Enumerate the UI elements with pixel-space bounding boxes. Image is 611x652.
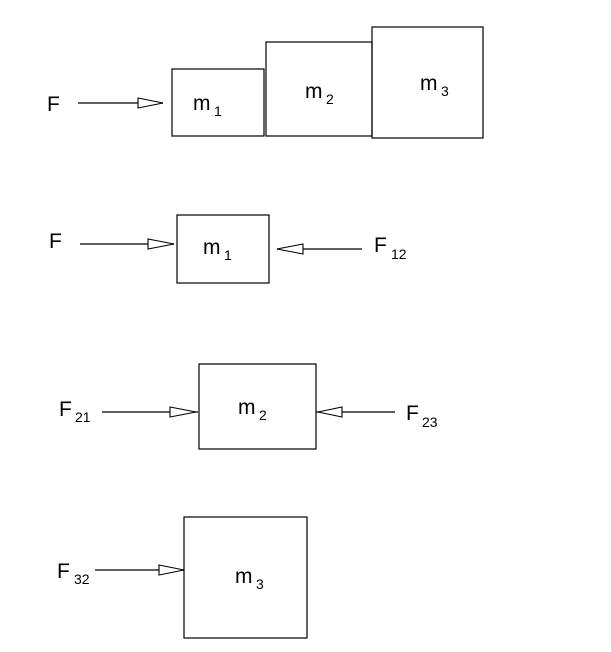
arrow-head [317,406,343,418]
arrow-head [137,97,164,109]
force-label-f: F [47,93,60,116]
mass-label-m1: m [203,236,221,259]
panel-m1-fbd: F m 1 F 12 [49,214,407,284]
mass-subscript-m1: 1 [224,247,232,263]
block-m1 [176,214,270,284]
mass-label-m3: m [420,72,438,95]
force-subscript-f23: 23 [422,414,438,430]
panel-m2-fbd: F 21 m 2 F 23 [59,363,438,450]
block-m2 [198,363,317,450]
mass-subscript-m3: 3 [256,576,264,592]
arrow-f-right [80,238,175,250]
panel-system: F m 1 m 2 m 3 [47,26,484,139]
mass-label-m1: m [193,92,211,115]
force-label-f: F [49,230,62,253]
arrow-f21-right [102,406,198,418]
force-subscript-f32: 32 [74,571,90,587]
arrow-head [147,238,175,250]
mass-subscript-m3: 3 [441,83,449,99]
force-label-f21: F [59,398,72,421]
arrow-f23-left [316,406,395,418]
mass-label-m3: m [235,565,253,588]
mass-subscript-m2: 2 [326,91,334,107]
force-label-f12: F [374,234,387,257]
arrow-head [158,564,185,576]
block-m1 [171,68,265,137]
arrow-f32-right [95,564,185,576]
force-label-f23: F [406,402,419,425]
force-subscript-f21: 21 [75,409,91,425]
arrow-head [169,406,197,418]
mass-label-m2: m [238,396,256,419]
block-m3 [371,26,484,139]
mass-label-m2: m [305,80,323,103]
mass-subscript-m1: 1 [214,103,222,119]
force-subscript-f12: 12 [391,246,407,262]
mass-subscript-m2: 2 [259,407,267,423]
panel-m3-fbd: F 32 m 3 [57,516,308,639]
force-label-f32: F [57,560,70,583]
arrow-f12-left [276,243,362,255]
arrow-head [276,243,304,255]
arrow-f-right [78,97,164,109]
block-m3 [183,516,308,639]
